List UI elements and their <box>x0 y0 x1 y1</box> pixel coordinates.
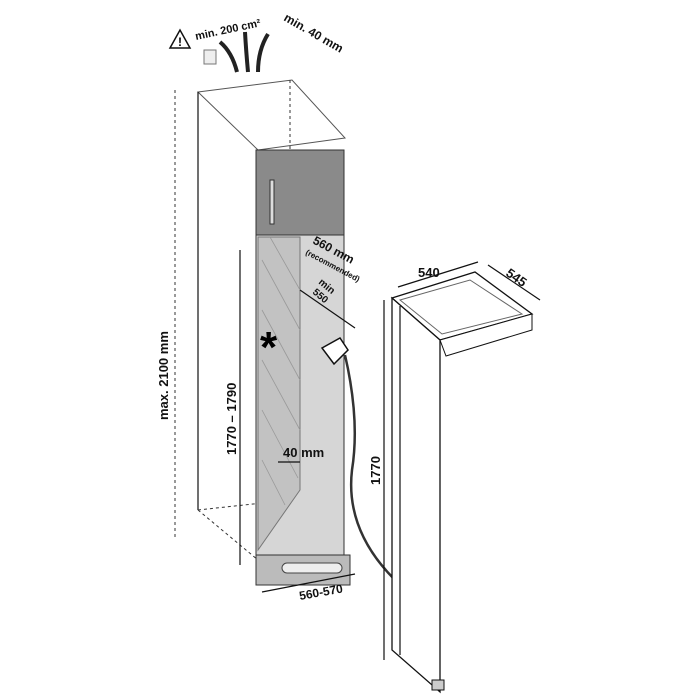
warning-icon: ! <box>168 28 192 49</box>
power-plug-icon <box>320 337 396 581</box>
max-height-label: max. 2100 mm <box>156 331 171 420</box>
asterisk-mark: * <box>260 323 278 372</box>
vent-grille-icon <box>203 49 217 65</box>
ventilation-arrows-icon <box>218 31 270 73</box>
niche <box>196 79 351 586</box>
side-gap-label: 40 mm <box>283 445 324 460</box>
ventilation-label: min. 200 cm² <box>194 17 262 43</box>
upper-cabinet-door <box>255 149 345 236</box>
appliance-height-label: 1770 <box>368 456 383 485</box>
gap-label: min. 40 mm <box>282 10 346 55</box>
svg-text:!: ! <box>178 35 182 49</box>
plinth-vent <box>281 562 343 574</box>
door-handle <box>269 179 275 225</box>
appliance-depth-label: 545 <box>503 265 529 290</box>
appliance-width-label: 540 <box>418 265 440 280</box>
appliance <box>390 271 534 694</box>
niche-height-label: 1770 – 1790 <box>224 383 239 455</box>
